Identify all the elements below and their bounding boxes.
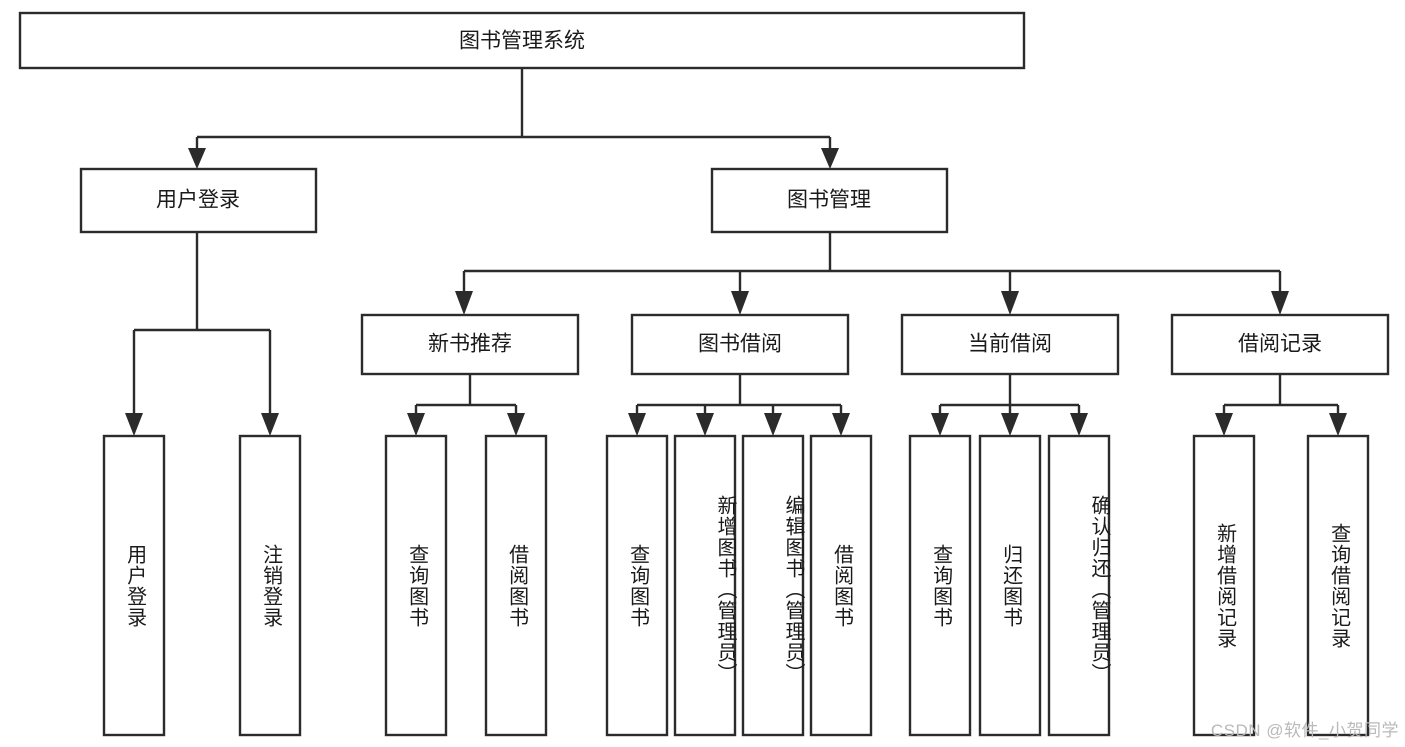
- node-leaf-user-login: [102, 434, 166, 737]
- node-root-label: 图书管理系统: [459, 30, 585, 53]
- arrow-to-leaf-query-book-3: [931, 413, 949, 436]
- node-leaf-query-book-1: [384, 434, 448, 737]
- node-book-management[interactable]: 图书管理: [710, 167, 949, 234]
- arrow-to-leaf-edit-book: [764, 413, 782, 436]
- csdn-watermark: CSDN @软件_小贺同学: [1210, 721, 1399, 740]
- node-book-management-label: 图书管理: [787, 189, 871, 212]
- node-leaf-query-book-3: [908, 434, 972, 737]
- node-new-book-recommend-label: 新书推荐: [428, 333, 512, 356]
- node-leaf-borrow-book-2: [809, 434, 873, 737]
- node-leaf-query-record: [1306, 434, 1370, 737]
- connector-root-to-level1: [188, 68, 839, 169]
- node-user-login-label: 用户登录: [156, 189, 240, 212]
- connector-new-book-recommend-to-leaves: [407, 374, 525, 436]
- connector-book-management-to-level2: [455, 232, 1289, 315]
- arrow-to-leaf-user-login: [125, 413, 143, 436]
- arrow-to-leaf-add-book: [696, 413, 714, 436]
- arrow-to-borrow-record: [1271, 291, 1289, 315]
- arrow-to-book-management: [821, 148, 839, 169]
- arrow-to-leaf-borrow-book-2: [832, 413, 850, 436]
- connector-user-login-to-leaves: [125, 232, 279, 436]
- arrow-to-leaf-add-record: [1215, 413, 1233, 436]
- node-leaf-borrow-book-1: [484, 434, 548, 737]
- node-leaf-query-book-2: [605, 434, 669, 737]
- arrow-to-new-book-recommend: [455, 291, 473, 315]
- connector-book-borrow-to-leaves: [628, 374, 850, 436]
- node-borrow-record[interactable]: 借阅记录: [1170, 313, 1390, 376]
- node-borrow-record-label: 借阅记录: [1238, 333, 1322, 356]
- node-leaf-logout-login: [238, 434, 302, 737]
- node-leaf-add-record: [1192, 434, 1256, 737]
- node-leaf-edit-book: [741, 434, 805, 737]
- node-new-book-recommend[interactable]: 新书推荐: [360, 313, 580, 376]
- arrow-to-book-borrow: [731, 291, 749, 315]
- arrow-to-leaf-query-record: [1329, 413, 1347, 436]
- arrow-to-leaf-query-book-2: [628, 413, 646, 436]
- leaf-boxes: [102, 434, 1370, 737]
- node-leaf-return-book: [978, 434, 1042, 737]
- arrow-to-leaf-return-book: [1001, 413, 1019, 436]
- node-leaf-add-book: [673, 434, 737, 737]
- node-leaf-confirm-return: [1047, 434, 1111, 737]
- node-root[interactable]: 图书管理系统: [18, 11, 1026, 70]
- connector-current-borrow-to-leaves: [931, 374, 1088, 436]
- arrow-to-leaf-logout-login: [261, 413, 279, 436]
- arrow-to-current-borrow: [1001, 291, 1019, 315]
- node-current-borrow-label: 当前借阅: [968, 333, 1052, 356]
- arrow-to-user-login: [188, 148, 206, 169]
- arrow-to-leaf-confirm-return: [1070, 413, 1088, 436]
- node-book-borrow-label: 图书借阅: [698, 333, 782, 356]
- node-user-login[interactable]: 用户登录: [79, 167, 318, 234]
- connector-borrow-record-to-leaves: [1215, 374, 1347, 436]
- node-book-borrow[interactable]: 图书借阅: [630, 313, 850, 376]
- arrow-to-leaf-borrow-book-1: [507, 413, 525, 436]
- arrow-to-leaf-query-book-1: [407, 413, 425, 436]
- node-current-borrow[interactable]: 当前借阅: [900, 313, 1120, 376]
